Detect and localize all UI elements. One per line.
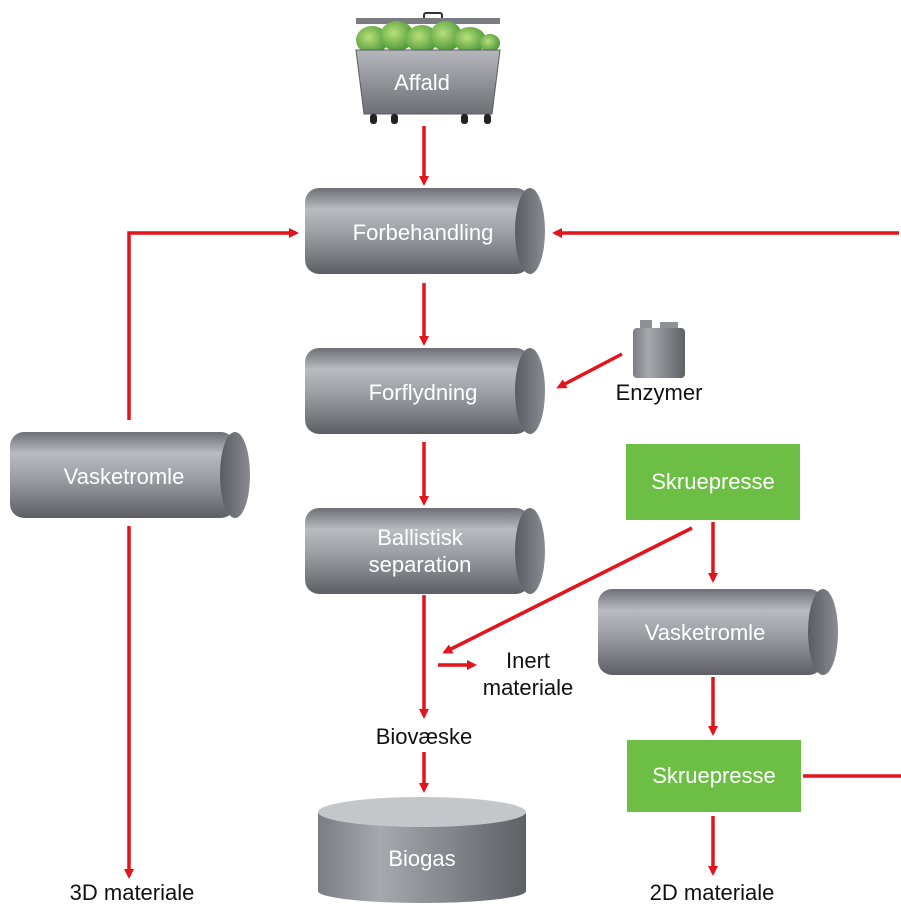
inert-label-line1: Inert [506,648,550,673]
arrow-vasketromle-left-forbehandling [127,228,299,420]
waste-bin: Affald [355,12,501,124]
skruepresse-bottom-label: Skruepresse [652,763,776,788]
output-2d-label: 2D materiale [650,880,775,905]
affald-label: Affald [394,70,450,95]
forbehandling-cylinder: Forbehandling [305,188,545,274]
skruepresse-bottom-box: Skruepresse [627,740,801,812]
biovaeske-label: Biovæske [376,724,473,749]
forflydning-cylinder: Forflydning [305,348,545,434]
enzyme-canister-icon [633,320,685,378]
green-waste-icon [356,21,500,54]
vasketromle-right-label: Vasketromle [645,620,766,645]
vasketromle-right-cylinder: Vasketromle [598,589,838,675]
forflydning-label: Forflydning [369,380,478,405]
biogas-label: Biogas [388,846,455,871]
skruepresse-top-box: Skruepresse [626,444,800,520]
output-3d-label: 3D materiale [70,880,195,905]
ballistisk-label-line2: separation [369,552,472,577]
skruepresse-top-label: Skruepresse [651,469,775,494]
arrow-enzymer-forflydning [556,352,623,389]
ballistisk-label-line1: Ballistisk [377,525,464,550]
arrow-skruepresse-top-inert [442,526,693,654]
forbehandling-label: Forbehandling [353,220,494,245]
enzymer-label: Enzymer [616,380,703,405]
flow-arrows [124,126,901,879]
vasketromle-left-label: Vasketromle [64,464,185,489]
vasketromle-left-cylinder: Vasketromle [10,432,250,518]
inert-label-line2: materiale [483,675,573,700]
biogas-tank: Biogas [318,797,526,903]
ballistisk-separation-cylinder: Ballistisk separation [305,508,545,594]
